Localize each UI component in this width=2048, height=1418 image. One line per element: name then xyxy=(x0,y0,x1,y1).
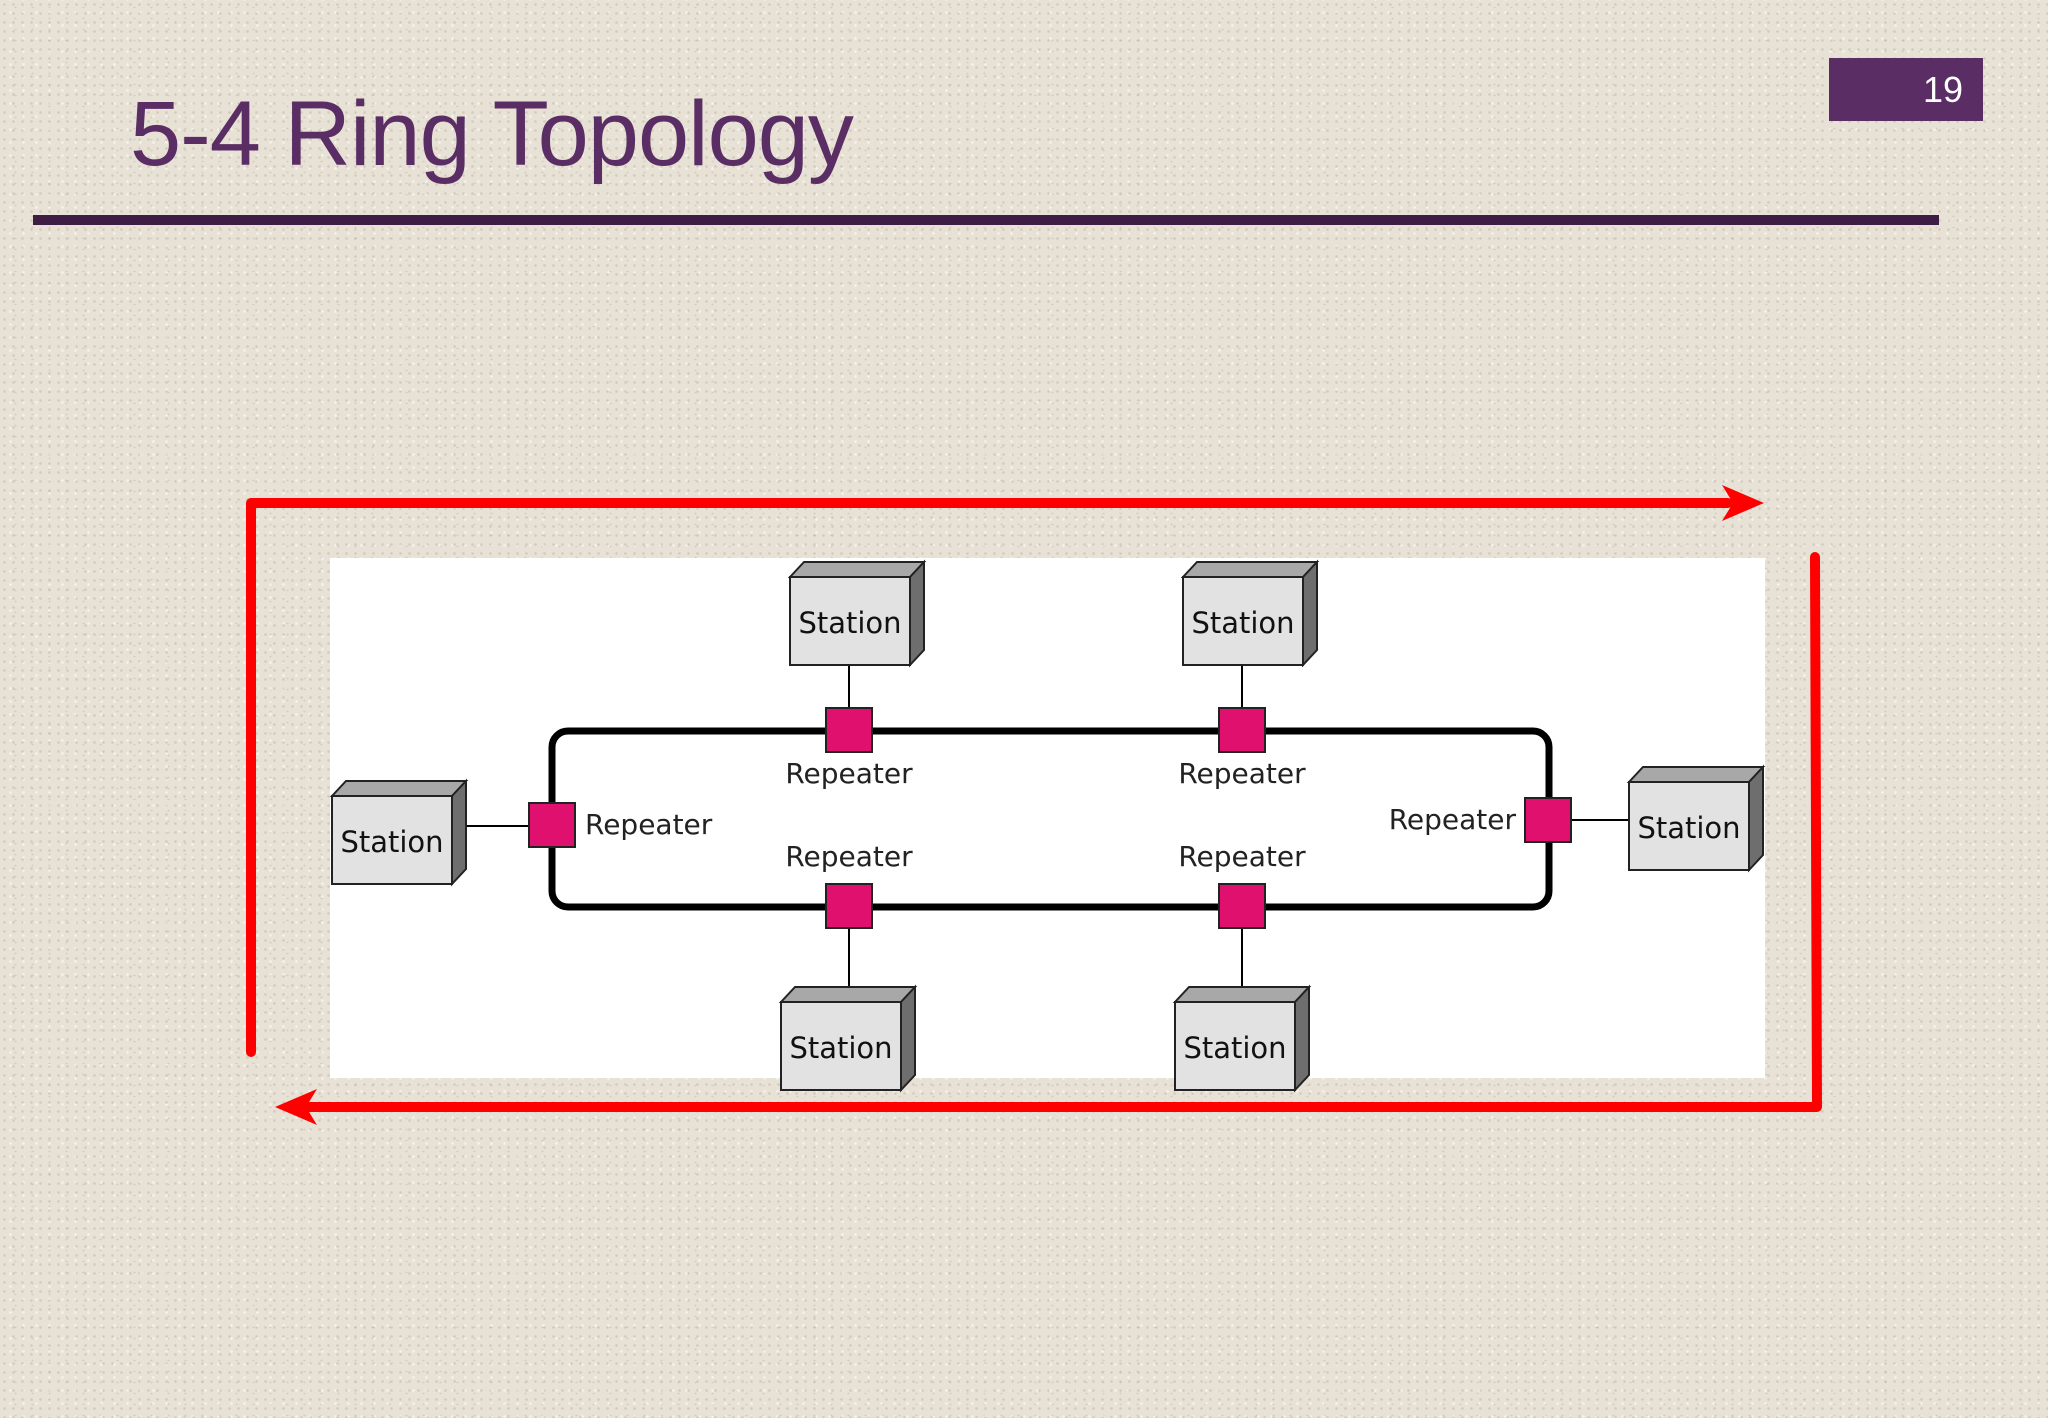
repeater-bottom-left xyxy=(825,883,873,929)
repeater-left xyxy=(528,802,576,848)
repeater-right xyxy=(1524,797,1572,843)
repeater-label-bottom-left: Repeater xyxy=(785,840,913,873)
station-label: Station xyxy=(1191,606,1294,640)
page-number: 19 xyxy=(1922,68,1963,110)
title-divider xyxy=(33,215,1939,225)
station-label: Station xyxy=(340,825,443,859)
repeater-top-left xyxy=(825,707,873,753)
repeater-bottom-right xyxy=(1218,883,1266,929)
station-left: Station xyxy=(329,778,469,887)
station-label: Station xyxy=(789,1031,892,1065)
arrowhead-right-icon xyxy=(1722,485,1764,521)
repeater-top-right xyxy=(1218,707,1266,753)
station-label: Station xyxy=(1183,1031,1286,1065)
repeater-label-top-right: Repeater xyxy=(1178,757,1306,790)
repeater-label-right: Repeater xyxy=(1389,803,1517,836)
station-top-right: Station xyxy=(1180,559,1320,668)
page-number-badge: 19 xyxy=(1829,58,1983,121)
station-bottom-right: Station xyxy=(1172,984,1312,1093)
station-right: Station xyxy=(1626,764,1766,873)
slide-title: 5-4 Ring Topology xyxy=(130,83,854,185)
repeater-label-bottom-right: Repeater xyxy=(1178,840,1306,873)
station-top-left: Station xyxy=(787,559,927,668)
flow-arrow-top xyxy=(246,498,1733,1057)
repeater-label-top-left: Repeater xyxy=(785,757,913,790)
station-label: Station xyxy=(1637,811,1740,845)
arrowhead-left-icon xyxy=(275,1089,317,1125)
repeater-label-left: Repeater xyxy=(585,808,713,841)
flow-arrow-bottom xyxy=(295,552,1822,1112)
station-bottom-left: Station xyxy=(778,984,918,1093)
station-label: Station xyxy=(798,606,901,640)
